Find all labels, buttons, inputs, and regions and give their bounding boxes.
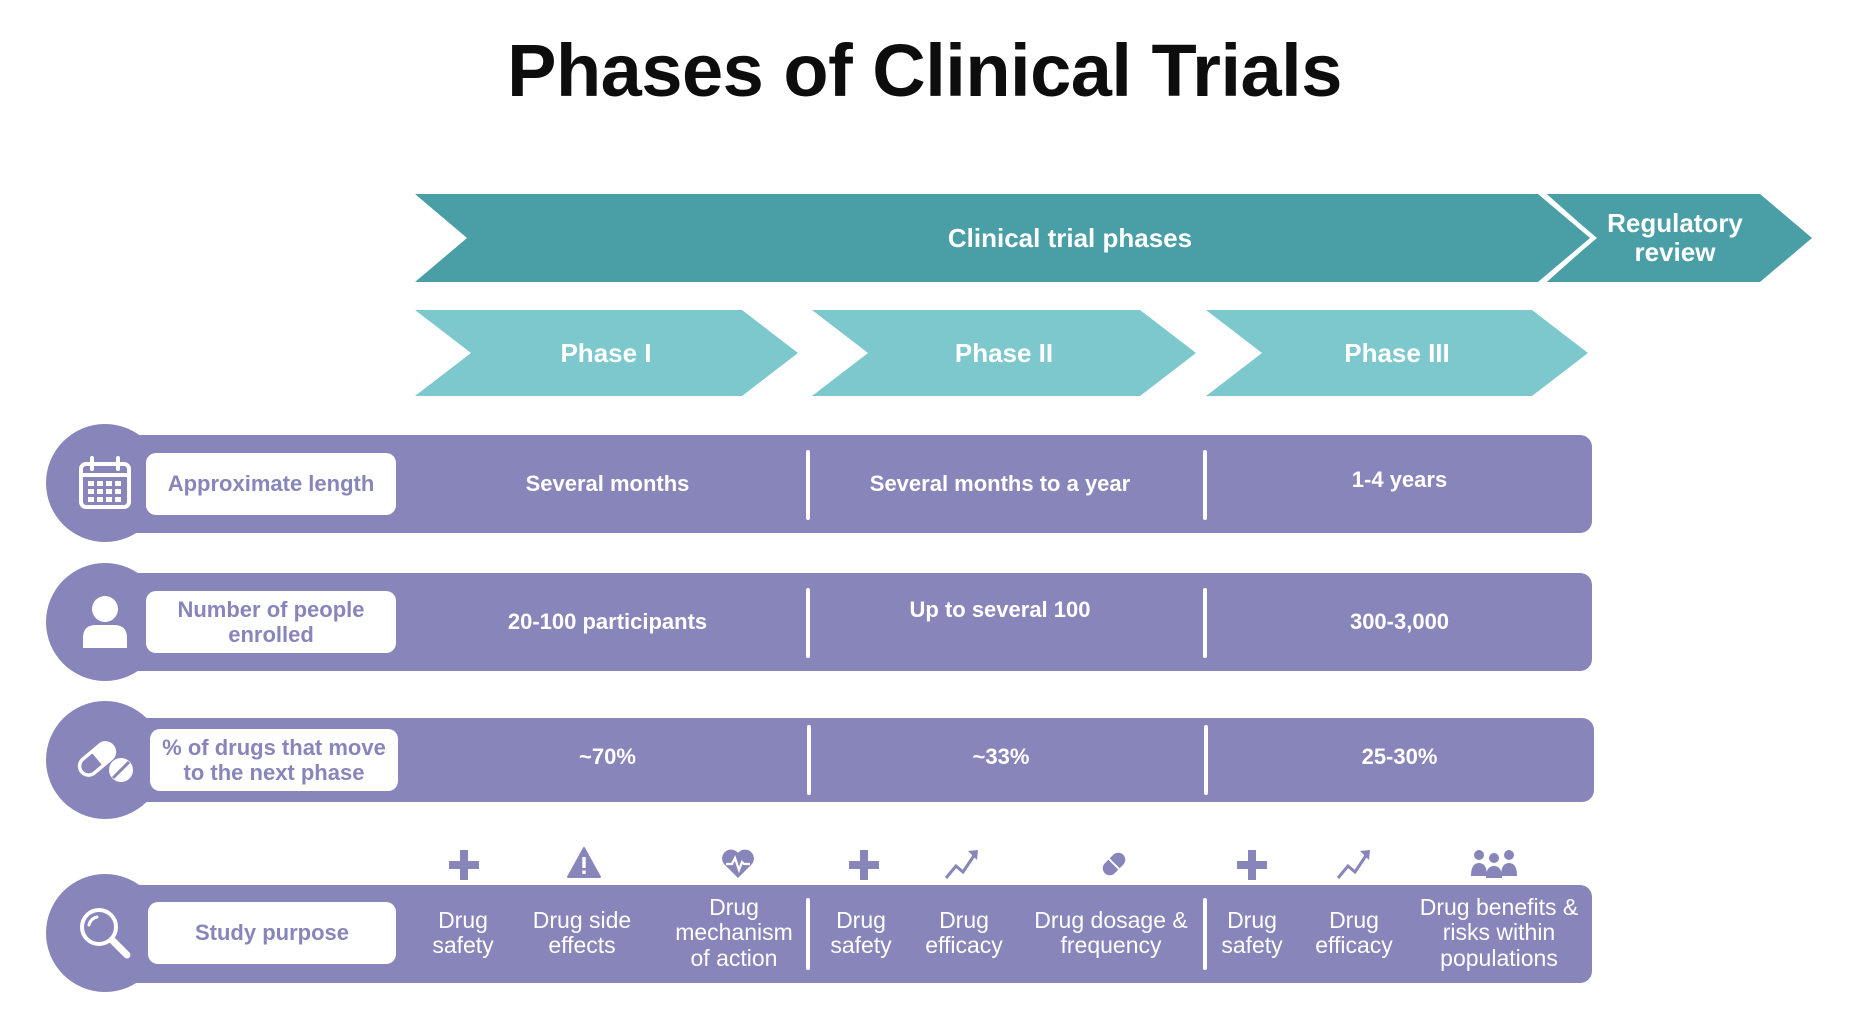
regulatory-review-arrow (1545, 194, 1812, 282)
row-label: % of drugs that move to the next phase (150, 729, 398, 791)
people-group-icon (1471, 850, 1517, 878)
warning-icon (567, 847, 601, 878)
calendar-icon (79, 456, 131, 509)
purpose-text: Drug dosage & frequency (1034, 906, 1188, 958)
phase-2-arrow (812, 310, 1196, 396)
move-phase-3: 25-30% (1361, 744, 1438, 770)
phase-2-label: Phase II (954, 337, 1054, 368)
clinical-trial-phases-arrow (415, 194, 1590, 282)
length-phase-3: 1-4 years (1351, 467, 1448, 493)
purpose-text: Drug benefits & risks within populations (1419, 894, 1579, 971)
row-label: Study purpose (148, 902, 396, 964)
arrow-separator (1539, 188, 1597, 288)
length-phase-2: Several months to a year (869, 471, 1131, 497)
phase-1-label: Phase I (560, 337, 652, 368)
magnifier-icon (80, 908, 131, 959)
column-divider (806, 450, 810, 520)
clinical-trial-phases-label: Clinical trial phases (947, 222, 1193, 253)
row-icon-circle (46, 874, 164, 992)
move-phase-1: ~70% (579, 744, 636, 770)
purpose-text: Drug safety (432, 906, 494, 958)
plus-icon (1237, 850, 1267, 880)
column-divider (806, 588, 810, 658)
person-icon (83, 596, 127, 648)
column-divider (1204, 725, 1208, 795)
row-label: Approximate length (146, 453, 396, 515)
pill-icon (77, 741, 133, 782)
people-phase-2: Up to several 100 (909, 597, 1091, 623)
purpose-text: Drug efficacy (925, 906, 1003, 958)
move-phase-2: ~33% (972, 744, 1030, 770)
plus-icon (449, 850, 479, 880)
people-phase-1: 20-100 participants (507, 609, 708, 635)
column-divider (806, 898, 810, 970)
phase-3-label: Phase III (1344, 337, 1450, 368)
column-divider (1203, 588, 1207, 658)
purpose-text: Drug safety (830, 906, 892, 958)
column-divider (1203, 898, 1207, 970)
trend-up-icon (1336, 850, 1370, 879)
phase-3-arrow (1206, 310, 1588, 396)
purpose-text: Drug efficacy (1315, 906, 1393, 958)
capsule-icon (1102, 852, 1126, 876)
phase-1-arrow (415, 310, 798, 396)
heart-pulse-icon (722, 849, 754, 878)
regulatory-review-label: Regulatory review (1607, 208, 1743, 267)
purpose-text: Drug mechanism of action (675, 894, 793, 971)
row-icon-circle (46, 701, 164, 819)
column-divider (1203, 450, 1207, 520)
people-phase-3: 300-3,000 (1349, 609, 1450, 635)
row-icon-circle (46, 563, 164, 681)
row-label: Number of people enrolled (146, 591, 396, 653)
purpose-text: Drug side effects (532, 906, 632, 958)
length-phase-1: Several months (525, 471, 690, 497)
page-title: Phases of Clinical Trials (507, 29, 1342, 112)
purpose-text: Drug safety (1221, 906, 1283, 958)
trend-up-icon (944, 850, 978, 879)
column-divider (807, 725, 811, 795)
plus-icon (849, 850, 879, 880)
row-icon-circle (46, 424, 164, 542)
